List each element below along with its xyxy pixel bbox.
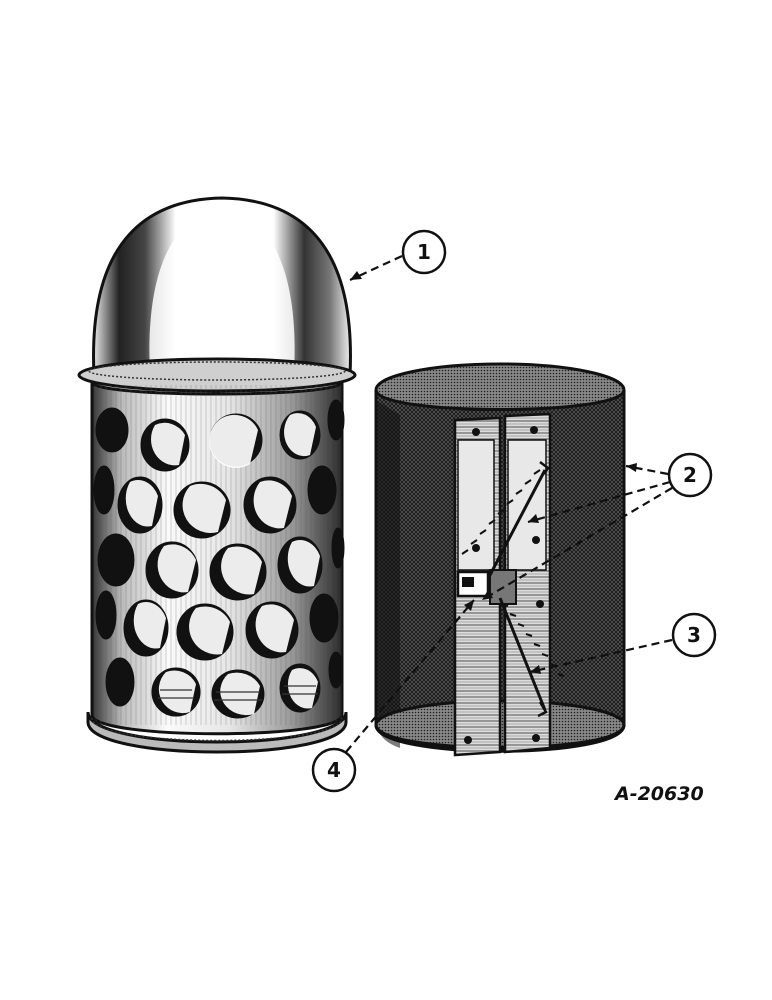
callout-3-label: 3 (687, 623, 701, 647)
callout-3: 3 (529, 612, 717, 674)
clamp-strap (453, 412, 552, 757)
mesh-screen-assembly (374, 362, 626, 757)
perforated-shell-assembly (77, 196, 357, 754)
shell-bottom-rim (86, 711, 348, 754)
dome-highlight (149, 212, 295, 372)
callout-4: 4 (311, 599, 475, 793)
callout-2: 2 (481, 452, 713, 601)
callout-2-label: 2 (683, 463, 697, 487)
callout-4-label: 4 (327, 758, 341, 782)
callout-1-label: 1 (417, 240, 431, 264)
clamp-latch (456, 570, 490, 598)
callout-1: 1 (349, 229, 447, 281)
figure-code: A-20630 (613, 783, 704, 805)
clamp-springs (461, 461, 565, 718)
